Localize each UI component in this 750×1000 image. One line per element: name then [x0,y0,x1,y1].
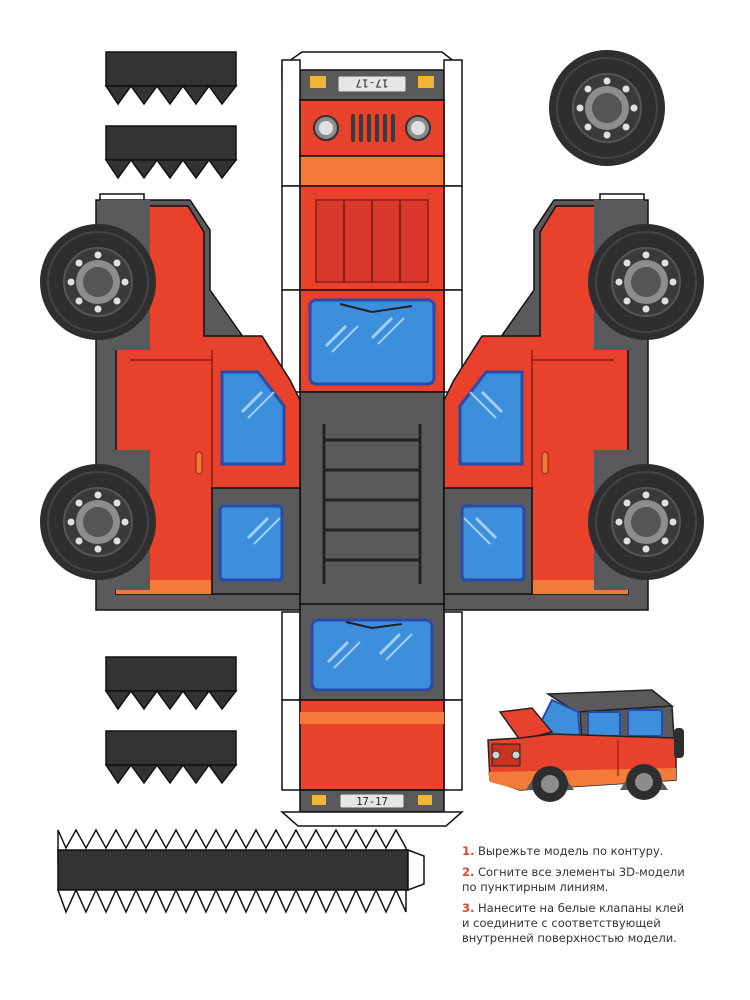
right-side-panel [443,193,705,611]
car-preview-icon [487,689,684,802]
wheel-icon [587,223,705,341]
wheel-icon [39,223,157,341]
license-plate-bottom: 17-17 [356,796,388,808]
spike-strip-icon [104,51,238,106]
roof-rack-icon [322,424,422,584]
step-number: 1. [462,844,475,858]
license-plate-top: 17-17 [355,77,388,90]
step-text: по пунктирным линиям. [462,880,609,894]
center-strip: 17-17 [280,51,464,827]
step-text: внутренней поверхностью модели. [462,931,677,945]
wheel-icon [587,463,705,581]
spike-strip-icon [104,730,238,785]
step-number: 3. [462,901,475,915]
instruction-step-3: 3. Нанесите на белые клапаны клей и соед… [462,901,742,946]
wheel-icon [548,49,666,167]
step-text: и соедините с соответствующей [462,916,661,930]
spike-strip-icon [56,828,425,914]
step-text: Согните все элементы 3D-модели [478,865,685,879]
instruction-step-1: 1. Вырежьте модель по контуру. [462,844,742,859]
instructions: 1. Вырежьте модель по контуру. 2. Согнит… [462,844,742,952]
wheel-icon [39,463,157,581]
left-side-panel [39,193,301,611]
step-text: Нанесите на белые клапаны клей [478,901,685,915]
step-number: 2. [462,865,475,879]
spike-strip-icon [104,125,238,180]
step-text: Вырежьте модель по контуру. [478,844,664,858]
grille-icon [351,114,395,142]
spike-strip-icon [104,656,238,711]
instruction-step-2: 2. Согните все элементы 3D-модели по пун… [462,865,742,895]
